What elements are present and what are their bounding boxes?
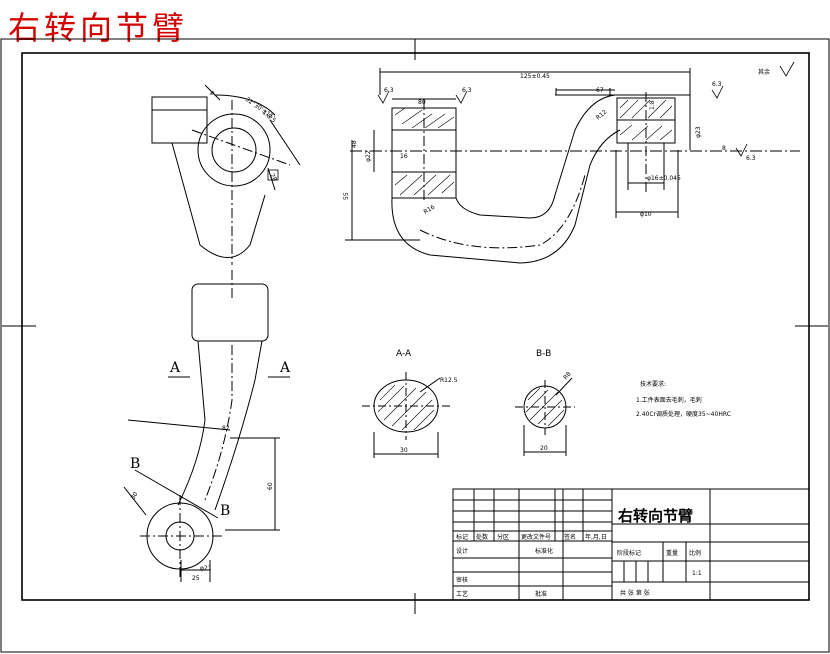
left-view-arm [123, 270, 290, 582]
dim-125: 125±0.45 [520, 73, 550, 80]
roughness-symbols [377, 61, 795, 157]
dim-phi-top: φ [208, 90, 216, 97]
notes-line-2: 2.40Cr调质处理，硬度35~40HRC [636, 410, 731, 418]
tb-approve: 批准 [535, 590, 547, 598]
tb-scale-value: 1:1 [692, 570, 702, 577]
tb-label-1: 处数 [476, 533, 488, 541]
dim-r12: R12 [595, 108, 609, 121]
drawing-title: 右转向节臂 [8, 9, 189, 47]
dim-ratio: 1:8.5 [261, 109, 277, 124]
tb-process: 工艺 [456, 590, 468, 598]
cut-label-a-left: A [169, 360, 181, 376]
section-aa [362, 372, 450, 458]
notes-title: 技术要求: [640, 380, 666, 388]
drawing-frame [0, 38, 830, 653]
dim-82: 82 [222, 425, 230, 432]
rough-corner: 其余 [758, 68, 770, 76]
tb-label-3: 更改文件号 [521, 533, 551, 541]
title-block [452, 488, 810, 601]
tb-stage: 阶段标记 [617, 549, 641, 557]
dim-r16: R16 [423, 204, 437, 216]
section-bb-label: B-B [536, 349, 551, 359]
dim-60: 60 [267, 482, 274, 490]
dim-80: 80 [418, 99, 426, 106]
rough-2: 6.3 [462, 87, 472, 94]
rough-4: 6.3 [746, 155, 756, 162]
dim-phi16: φ16±0.045 [647, 175, 681, 182]
tb-weight: 重量 [666, 549, 678, 557]
front-view-hatching [394, 99, 673, 196]
dim-phi10: φ10 [640, 211, 652, 218]
dim-len-28: 28 [268, 173, 278, 183]
tb-std: 标准化 [535, 547, 553, 555]
dim-67: 67 [596, 87, 604, 94]
tb-design: 设计 [456, 547, 468, 555]
dim-bb-20: 20 [540, 445, 548, 452]
title-block-part-name: 右转向节臂 [618, 507, 693, 525]
dim-8: 8 [722, 145, 726, 152]
section-aa-hatch [377, 384, 435, 431]
tb-label-5: 年,月,日 [585, 533, 607, 541]
dim-phi22: φ22 [365, 150, 372, 162]
dim-55: 55 [343, 192, 350, 200]
cut-label-b-left: B [130, 456, 140, 472]
tb-scale: 比例 [689, 549, 701, 557]
cut-label-b-right: B [220, 503, 230, 519]
tb-label-0: 标记 [456, 533, 468, 541]
rough-3: 6.3 [712, 81, 722, 88]
dim-1-8: 1:8 [649, 100, 656, 110]
cut-label-a-right: A [279, 360, 291, 376]
dim-30: 30 [130, 491, 140, 501]
tb-sheets: 共 张 第 张 [620, 589, 650, 597]
dim-aa-30: 30 [400, 447, 408, 454]
left-view-top [151, 84, 301, 265]
section-bb-hatch [525, 387, 565, 427]
tb-label-4: 签名 [564, 533, 576, 541]
rough-1: 6.3 [384, 87, 394, 94]
dim-25: 25 [192, 575, 200, 582]
dim-48: 48 [351, 140, 358, 148]
front-view [345, 68, 800, 264]
tb-check: 审核 [456, 576, 468, 584]
dim-phi23: φ23 [695, 126, 702, 138]
section-aa-label: A-A [396, 349, 412, 359]
dim-phi21: φ21 [200, 565, 212, 572]
dim-r8: R8 [562, 371, 573, 382]
dim-r12-5: R12.5 [440, 377, 458, 384]
dim-16: 16 [400, 153, 408, 160]
tb-label-2: 分区 [497, 533, 509, 541]
section-bb [515, 377, 575, 456]
notes-line-1: 1.工件表面去毛刺，毛刺 [636, 396, 702, 404]
